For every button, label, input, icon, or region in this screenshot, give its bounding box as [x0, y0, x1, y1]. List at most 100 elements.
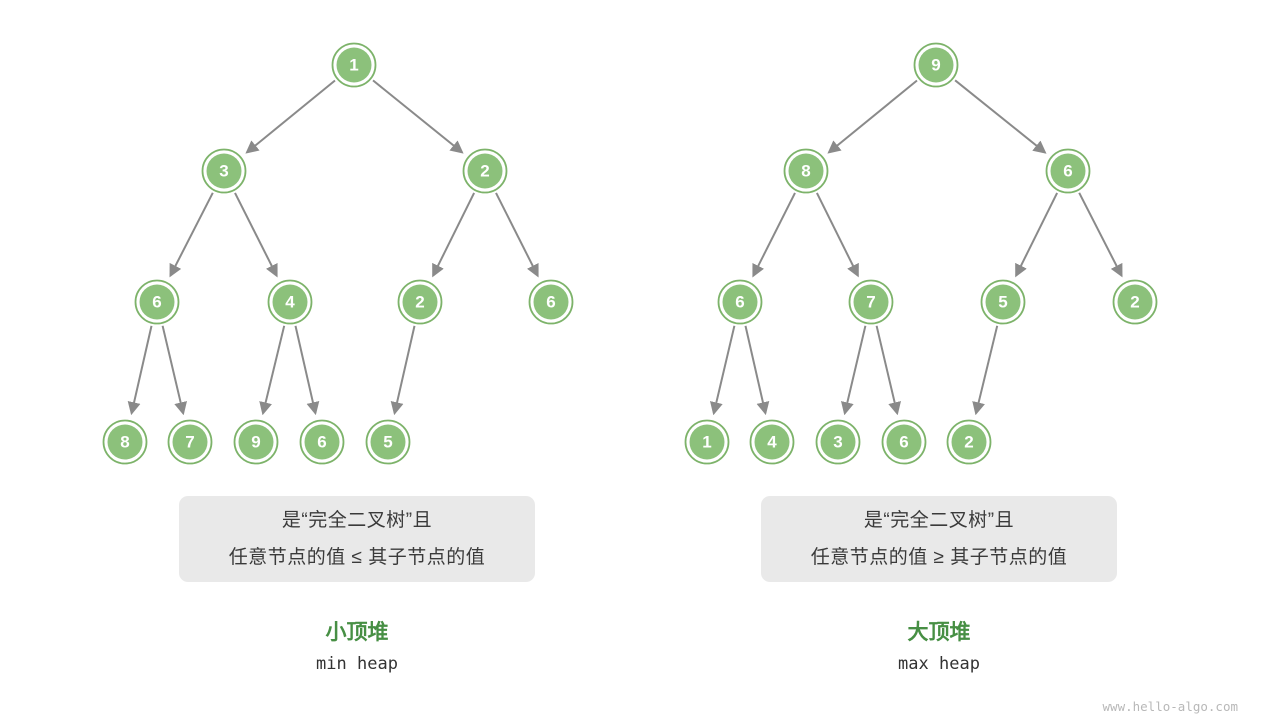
heap-node-disc: [172, 424, 208, 460]
heap-node-value: 7: [185, 433, 194, 452]
tree-edge: [390, 325, 416, 416]
heap-node-value: 1: [702, 433, 711, 452]
heap-node-disc: [788, 153, 824, 189]
heap-node-value: 8: [801, 162, 810, 181]
heap-node: 5: [980, 279, 1026, 325]
heap-node: 6: [1045, 148, 1091, 194]
heap-node: 3: [815, 419, 861, 465]
tree-edge: [127, 325, 153, 416]
heap-node-disc: [820, 424, 856, 460]
heap-node: 2: [946, 419, 992, 465]
heap-node: 9: [233, 419, 279, 465]
heap-node-disc: [467, 153, 503, 189]
tree-edge: [816, 192, 859, 278]
heap-node: 8: [102, 419, 148, 465]
heap-node-value: 9: [931, 56, 940, 75]
heap-node-value: 6: [546, 293, 555, 312]
heap-node-disc: [754, 424, 790, 460]
heap-node-disc: [107, 424, 143, 460]
heap-node-disc: [304, 424, 340, 460]
heap-node-value: 6: [152, 293, 161, 312]
heap-node-value: 5: [998, 293, 1007, 312]
heap-node-value: 2: [1130, 293, 1139, 312]
heap-node-disc: [886, 424, 922, 460]
heap-node: 6: [717, 279, 763, 325]
tree-edge: [954, 79, 1047, 154]
tree-edge: [710, 325, 736, 416]
heap-node: 1: [684, 419, 730, 465]
tree-edge: [432, 192, 475, 278]
tree-edge: [841, 325, 867, 416]
heap-node: 1: [331, 42, 377, 88]
heap-node-value: 5: [383, 433, 392, 452]
heap-node: 6: [881, 419, 927, 465]
heap-node-value: 6: [317, 433, 326, 452]
heap-node-disc: [238, 424, 274, 460]
heap-node: 4: [267, 279, 313, 325]
heap-node: 3: [201, 148, 247, 194]
heap-node-value: 8: [120, 433, 129, 452]
tree-edge: [495, 192, 539, 278]
heap-node-value: 7: [866, 293, 875, 312]
heap-node: 2: [1112, 279, 1158, 325]
max-heap-tree: 9 8 6 6 7 5 2 1 4 3 6 2: [684, 42, 1158, 465]
heap-node-disc: [689, 424, 725, 460]
tree-edge: [259, 325, 286, 416]
heap-node: 6: [299, 419, 345, 465]
tree-edge: [972, 325, 999, 416]
tree-edge: [875, 325, 901, 416]
heap-node: 7: [167, 419, 213, 465]
tree-edge: [1015, 192, 1058, 278]
tree-edge: [294, 325, 320, 416]
heap-node-disc: [918, 47, 954, 83]
heap-node-disc: [853, 284, 889, 320]
heap-node-value: 6: [735, 293, 744, 312]
min-heap-caption: 是“完全二叉树”且 任意节点的值 ≤ 其子节点的值: [179, 496, 535, 582]
heap-node: 8: [783, 148, 829, 194]
heap-node: 2: [397, 279, 443, 325]
heap-node-value: 2: [480, 162, 489, 181]
heap-node-disc: [951, 424, 987, 460]
heap-node-disc: [533, 284, 569, 320]
heap-node-disc: [1117, 284, 1153, 320]
max-heap-caption-line2: 任意节点的值 ≥ 其子节点的值: [810, 547, 1068, 568]
heap-node-value: 6: [899, 433, 908, 452]
heap-node: 9: [913, 42, 959, 88]
min-heap-title-en: min heap: [316, 654, 398, 674]
heap-node-disc: [1050, 153, 1086, 189]
min-heap-caption-line1: 是“完全二叉树”且: [281, 510, 433, 531]
heap-node: 7: [848, 279, 894, 325]
heap-node-value: 2: [964, 433, 973, 452]
heap-node: 4: [749, 419, 795, 465]
min-heap-caption-line2: 任意节点的值 ≤ 其子节点的值: [228, 547, 486, 568]
heap-node-value: 3: [833, 433, 842, 452]
heap-node-disc: [139, 284, 175, 320]
heap-node-disc: [272, 284, 308, 320]
heap-node-disc: [722, 284, 758, 320]
heap-node-disc: [370, 424, 406, 460]
max-heap-title-zh: 大顶堆: [907, 621, 971, 644]
tree-edge: [234, 192, 278, 278]
heap-node-disc: [402, 284, 438, 320]
heap-node-value: 1: [349, 56, 358, 75]
heap-node-value: 4: [285, 293, 295, 312]
min-heap-tree: 1 3 2 6 4 2 6 8 7 9 6 5: [102, 42, 574, 465]
heap-node-value: 2: [415, 293, 424, 312]
tree-edge: [752, 192, 796, 278]
tree-edge: [169, 192, 214, 278]
heap-node: 6: [528, 279, 574, 325]
heap-node-value: 3: [219, 162, 228, 181]
heap-node: 2: [462, 148, 508, 194]
heap-node-disc: [206, 153, 242, 189]
heap-node-value: 9: [251, 433, 260, 452]
heap-node: 5: [365, 419, 411, 465]
heap-node-value: 6: [1063, 162, 1072, 181]
tree-edge: [744, 325, 770, 416]
tree-edge: [372, 79, 464, 154]
heap-node: 6: [134, 279, 180, 325]
heap-node-disc: [336, 47, 372, 83]
heap-node-disc: [985, 284, 1021, 320]
tree-edge: [245, 79, 336, 154]
